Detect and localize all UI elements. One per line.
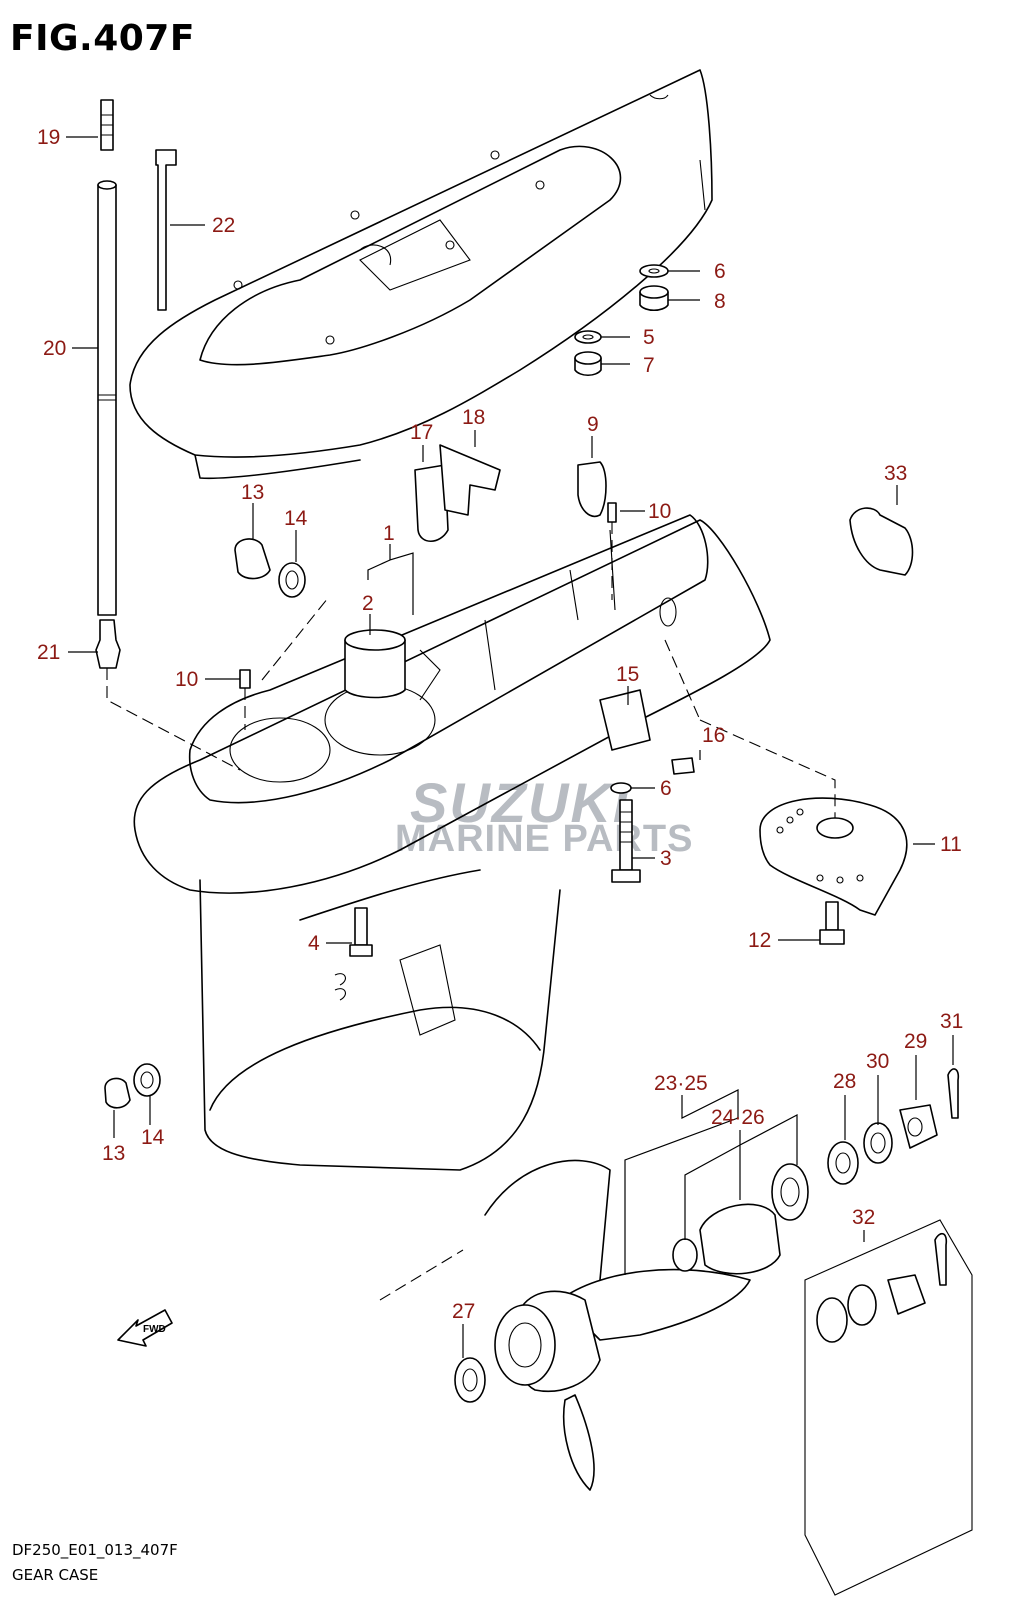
forward-direction-arrow-icon: FWD <box>117 1309 173 1347</box>
drawing-code: DF250_E01_013_407F <box>12 1541 178 1559</box>
callout-20: 20 <box>43 337 66 360</box>
callout-30: 30 <box>866 1050 889 1073</box>
callout-24-26: 24·26 <box>711 1106 765 1129</box>
callout-29: 29 <box>904 1030 927 1053</box>
leader-lines <box>66 136 954 1358</box>
small-hardware-parts <box>104 264 914 1109</box>
callout-18: 18 <box>462 406 485 429</box>
figure-title: FIG.407F <box>10 18 195 59</box>
callout-14-upper: 14 <box>284 507 308 530</box>
callout-5: 5 <box>643 326 655 349</box>
callout-7: 7 <box>643 354 655 377</box>
callout-19: 19 <box>37 126 60 149</box>
fwd-arrow-label: FWD <box>143 1324 166 1335</box>
callout-3: 3 <box>660 847 672 870</box>
callout-28: 28 <box>833 1070 856 1093</box>
callout-12: 12 <box>748 929 771 952</box>
callout-32: 32 <box>852 1206 875 1229</box>
callout-33: 33 <box>884 462 907 485</box>
callout-21: 21 <box>37 641 60 664</box>
drawing-name: GEAR CASE <box>12 1566 99 1584</box>
callout-10-left: 10 <box>175 668 198 691</box>
callout-1: 1 <box>383 522 395 545</box>
callout-14-lower: 14 <box>141 1126 165 1149</box>
callout-6-mid: 6 <box>660 777 672 800</box>
callout-13-lower: 13 <box>102 1142 125 1165</box>
callout-13-upper: 13 <box>241 481 264 504</box>
gear-case-housing-part <box>133 514 771 1171</box>
callout-8: 8 <box>714 290 726 313</box>
callout-2: 2 <box>362 592 374 615</box>
callout-27: 27 <box>452 1300 475 1323</box>
callout-16: 16 <box>702 724 725 747</box>
callout-31: 31 <box>940 1010 963 1033</box>
callout-23-25: 23·25 <box>654 1072 708 1095</box>
callout-9: 9 <box>587 413 599 436</box>
callout-4: 4 <box>308 932 320 955</box>
callout-numbers: 19 22 20 6 8 5 7 18 17 9 33 13 14 1 10 2… <box>37 126 963 1323</box>
upper-cover-part <box>129 69 713 480</box>
callout-17: 17 <box>410 421 433 444</box>
propeller-part <box>454 1068 973 1596</box>
callout-22: 22 <box>212 214 235 237</box>
shaft-parts <box>95 99 177 669</box>
callout-6-top: 6 <box>714 260 726 283</box>
dashed-alignment-lines <box>106 522 836 1301</box>
callout-10-right: 10 <box>648 500 671 523</box>
callout-11: 11 <box>940 833 962 856</box>
callout-15: 15 <box>616 663 639 686</box>
